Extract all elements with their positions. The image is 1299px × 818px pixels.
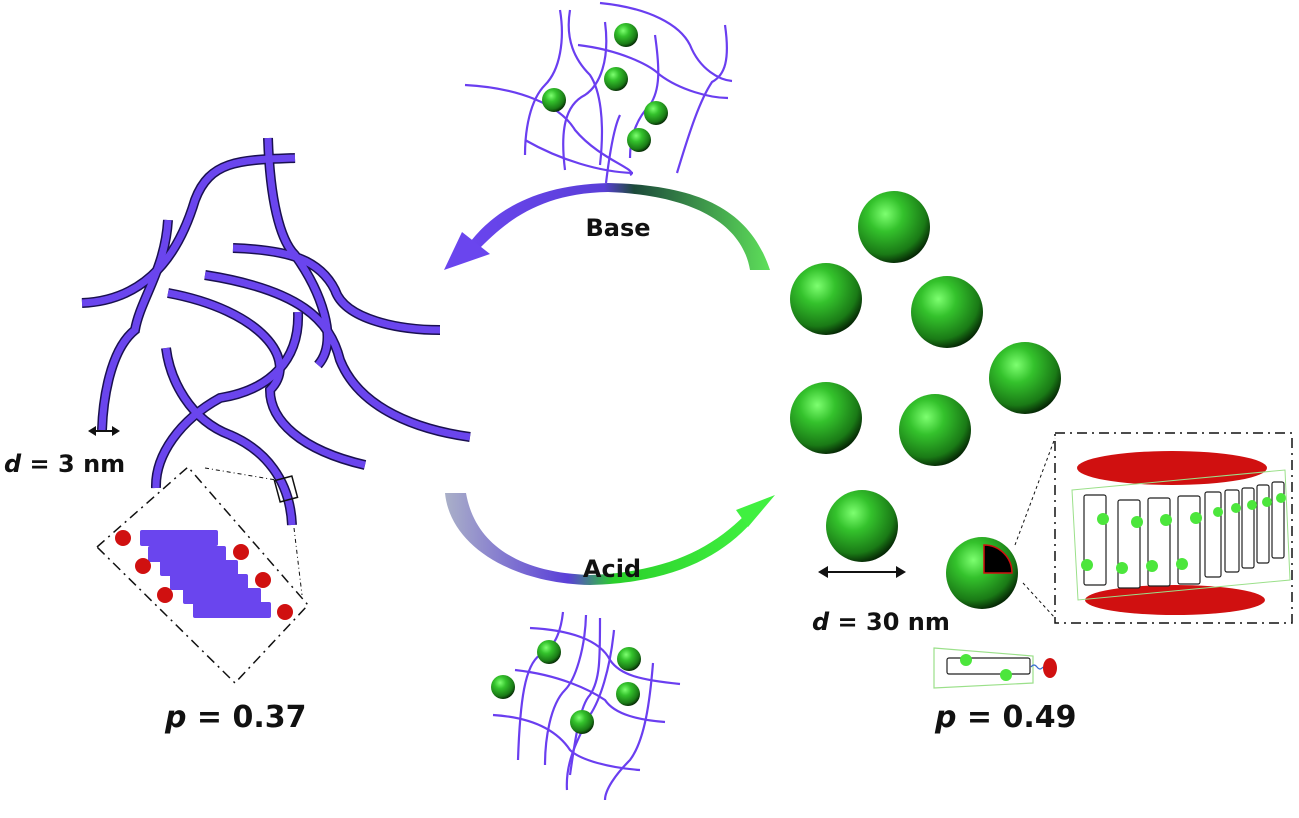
nanofiber-network xyxy=(81,137,471,526)
fiber-molecular-inset xyxy=(95,465,310,685)
fiber-packing-label: p = 0.37 xyxy=(165,700,307,735)
sphere-packing-var: p xyxy=(935,700,957,735)
fiber-diameter-var: d xyxy=(4,450,22,478)
sphere-packing-value: = 0.49 xyxy=(956,700,1077,735)
diameter-arrow-sphere xyxy=(818,566,906,578)
bottom-gel-network xyxy=(492,611,681,801)
fiber-zoom-marker xyxy=(273,475,299,503)
base-arrow xyxy=(444,183,770,270)
acid-label: Acid xyxy=(583,555,641,583)
top-network-particles xyxy=(542,23,668,152)
fiber-packing-var: p xyxy=(165,700,187,735)
sphere-packing-label: p = 0.49 xyxy=(935,700,1077,735)
bottom-network-particles xyxy=(491,640,641,734)
top-gel-network xyxy=(464,1,733,184)
fiber-packing-value: = 0.37 xyxy=(186,700,307,735)
sphere-diameter-label: d = 30 nm xyxy=(812,608,950,636)
acid-arrow xyxy=(445,493,775,585)
fiber-diameter-label: d = 3 nm xyxy=(4,450,125,478)
sphere-molecular-inset xyxy=(1014,432,1293,624)
fiber-diameter-value: = 3 nm xyxy=(21,450,126,478)
nanosphere-cluster xyxy=(790,191,1061,609)
single-amphiphile-icon xyxy=(933,647,1057,689)
sphere-diameter-var: d xyxy=(812,608,830,636)
base-label: Base xyxy=(585,214,650,242)
sphere-diameter-value: = 30 nm xyxy=(829,608,950,636)
diameter-arrow-fiber xyxy=(88,426,120,436)
